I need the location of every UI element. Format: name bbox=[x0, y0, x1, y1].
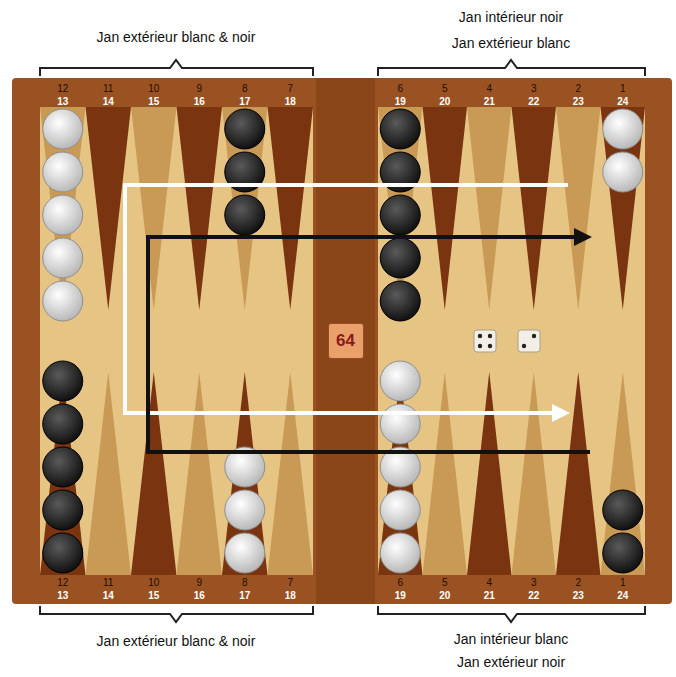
field bbox=[378, 107, 645, 575]
point-number: 18 bbox=[285, 590, 296, 601]
zone-label: Jan intérieur noir bbox=[459, 10, 563, 25]
black-path-arrow bbox=[148, 237, 590, 452]
point-number: 22 bbox=[528, 96, 539, 107]
zone-label: Jan extérieur blanc bbox=[452, 36, 570, 51]
point-number: 20 bbox=[439, 590, 450, 601]
point-number: 9 bbox=[196, 577, 202, 588]
point-number: 21 bbox=[484, 590, 495, 601]
doubling-cube: 64 bbox=[328, 323, 364, 359]
arrowhead bbox=[552, 404, 570, 422]
point-number: 24 bbox=[617, 96, 628, 107]
point-number: 8 bbox=[242, 577, 248, 588]
point-number: 7 bbox=[287, 577, 293, 588]
point-number: 4 bbox=[486, 83, 492, 94]
point-number: 10 bbox=[148, 577, 159, 588]
zone-label: Jan extérieur blanc & noir bbox=[97, 634, 256, 649]
bracket bbox=[40, 606, 313, 622]
black-checkers bbox=[43, 109, 643, 573]
point-number: 6 bbox=[397, 83, 403, 94]
point-number: 5 bbox=[442, 83, 448, 94]
white-path-arrow bbox=[125, 185, 568, 413]
cube-value: 64 bbox=[336, 331, 355, 351]
point-number: 22 bbox=[528, 590, 539, 601]
point-number: 12 bbox=[57, 577, 68, 588]
bracket bbox=[378, 60, 645, 76]
board-frame bbox=[12, 78, 672, 604]
point-number: 4 bbox=[486, 577, 492, 588]
point-number: 11 bbox=[103, 577, 113, 588]
point-number: 3 bbox=[531, 577, 537, 588]
point-number: 5 bbox=[442, 577, 448, 588]
point-number: 6 bbox=[397, 577, 403, 588]
bracket bbox=[378, 606, 645, 622]
white-checkers bbox=[43, 109, 643, 573]
point-number: 2 bbox=[575, 83, 581, 94]
point-number: 1 bbox=[620, 577, 626, 588]
point-number: 13 bbox=[57, 96, 68, 107]
point-number: 3 bbox=[531, 83, 537, 94]
zone-label: Jan extérieur blanc & noir bbox=[97, 30, 256, 45]
point-number: 7 bbox=[287, 83, 293, 94]
point-number: 12 bbox=[57, 83, 68, 94]
point-number: 20 bbox=[439, 96, 450, 107]
points bbox=[40, 107, 645, 575]
point-number: 19 bbox=[395, 590, 406, 601]
die bbox=[518, 330, 540, 352]
point-number: 17 bbox=[239, 590, 250, 601]
point-number: 14 bbox=[103, 590, 114, 601]
point-number: 17 bbox=[239, 96, 250, 107]
die bbox=[474, 330, 496, 352]
point-number: 15 bbox=[148, 96, 159, 107]
point-number: 15 bbox=[148, 590, 159, 601]
bracket bbox=[40, 60, 313, 76]
bar bbox=[316, 78, 375, 604]
field bbox=[40, 107, 313, 575]
point-number: 13 bbox=[57, 590, 68, 601]
point-number: 10 bbox=[148, 83, 159, 94]
point-number: 24 bbox=[617, 590, 628, 601]
point-number: 23 bbox=[573, 96, 584, 107]
zone-label: Jan intérieur blanc bbox=[454, 632, 568, 647]
point-number: 21 bbox=[484, 96, 495, 107]
point-number: 9 bbox=[196, 83, 202, 94]
zone-label: Jan extérieur noir bbox=[457, 655, 565, 670]
point-number: 18 bbox=[285, 96, 296, 107]
point-number: 11 bbox=[103, 83, 113, 94]
point-number: 16 bbox=[194, 590, 205, 601]
point-number: 2 bbox=[575, 577, 581, 588]
point-number: 8 bbox=[242, 83, 248, 94]
point-number: 19 bbox=[395, 96, 406, 107]
point-number: 14 bbox=[103, 96, 114, 107]
arrowhead bbox=[574, 228, 592, 246]
point-number: 16 bbox=[194, 96, 205, 107]
point-number: 1 bbox=[620, 83, 626, 94]
point-number: 23 bbox=[573, 590, 584, 601]
